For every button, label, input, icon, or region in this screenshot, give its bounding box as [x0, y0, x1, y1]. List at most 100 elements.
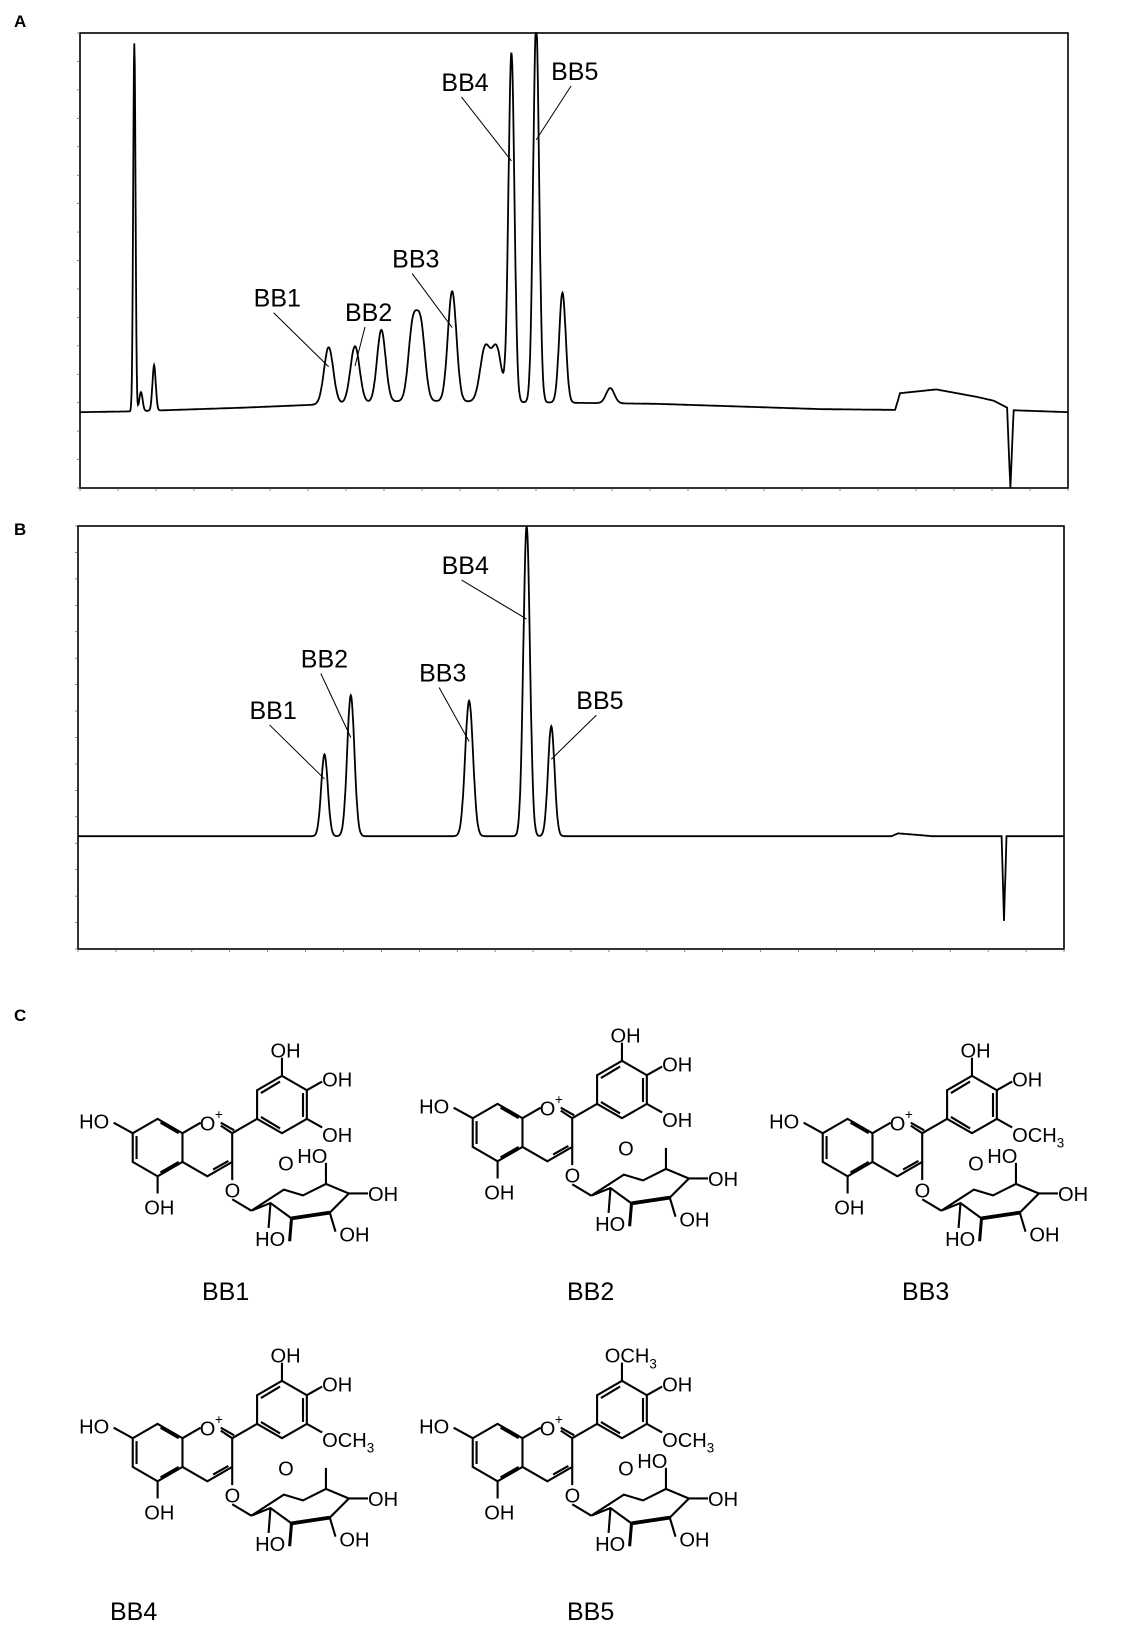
peak-label-bb3: BB3: [392, 246, 439, 274]
oh-5: OH: [834, 1198, 864, 1220]
sugar-ho: HO: [637, 1451, 667, 1473]
sugar-oh4: OH: [368, 1184, 398, 1206]
sugar-oh3: OH: [339, 1224, 369, 1246]
sugar-oh4: OH: [1058, 1184, 1088, 1206]
charge-sign: +: [555, 1092, 563, 1107]
peak-label-bb5: BB5: [551, 58, 598, 86]
peak-leader-line: [354, 326, 366, 367]
charge-sign: +: [215, 1412, 223, 1427]
compound-name-bb4: BB4: [110, 1598, 157, 1626]
glycosidic-o: O: [225, 1485, 241, 1507]
glycosidic-o: O: [565, 1165, 581, 1187]
sugar-ring-o: O: [618, 1459, 634, 1481]
charge-sign: +: [905, 1107, 913, 1122]
panel-label-c: C: [14, 1006, 27, 1025]
names-row-2: BB4 BB5: [110, 1598, 614, 1626]
sugar-oh4: OH: [368, 1489, 398, 1511]
sugar-ho: HO: [987, 1146, 1017, 1168]
charge-sign: +: [555, 1412, 563, 1427]
oh-4p: OH: [322, 1069, 352, 1091]
ho-7: HO: [419, 1416, 449, 1438]
oh-4p: OH: [662, 1054, 692, 1076]
oh-4p: OH: [662, 1374, 692, 1396]
ho-7: HO: [79, 1416, 109, 1438]
plot-frame: [77, 525, 1065, 950]
names-row-1: BB1 BB2 BB3: [202, 1278, 949, 1306]
panel-label-b: B: [14, 520, 27, 539]
compound-name-bb5: BB5: [567, 1598, 614, 1626]
sugar-ho2: HO: [595, 1214, 625, 1236]
peak-label-bb2: BB2: [301, 646, 348, 674]
oh-5p: OH: [322, 1125, 352, 1147]
oh-5p: OH: [662, 1110, 692, 1132]
structure-bb1: O + HO OH OH OH OH O O HO HO OH OH: [50, 1041, 398, 1275]
oxonium-atom: O: [540, 1098, 556, 1120]
peak-label-bb5: BB5: [576, 687, 623, 715]
sugar-ring-o: O: [618, 1139, 634, 1161]
sugar-oh3: OH: [1029, 1224, 1059, 1246]
ho-7: HO: [769, 1111, 799, 1133]
oxonium-atom: O: [890, 1113, 906, 1135]
sugar-oh3: OH: [679, 1529, 709, 1551]
sugar-ring-o: O: [278, 1154, 294, 1176]
peak-leader-line: [461, 579, 527, 620]
ho-7: HO: [419, 1096, 449, 1118]
methoxy-5p: OCH3: [1012, 1125, 1064, 1151]
panel-label-a: A: [14, 12, 27, 31]
oh-5: OH: [484, 1183, 514, 1205]
oh-3p: OH: [960, 1041, 990, 1063]
axis-ticks: [75, 525, 1065, 952]
peak-label-bb1: BB1: [254, 285, 301, 313]
chromatogram-trace: [78, 525, 1064, 921]
sugar-ring-o: O: [278, 1459, 294, 1481]
peak-leader-line: [411, 273, 453, 328]
peak-label-bb4: BB4: [442, 552, 489, 580]
oxonium-atom: O: [200, 1418, 216, 1440]
sugar-ho2: HO: [255, 1534, 285, 1556]
methoxy-5p: OCH3: [662, 1430, 714, 1456]
sugar-ho2: HO: [255, 1229, 285, 1251]
peak-leader-line: [535, 85, 572, 141]
peak-leader-line: [320, 673, 352, 738]
glycosidic-o: O: [915, 1180, 931, 1202]
plot-frame: [79, 32, 1069, 489]
sugar-oh4: OH: [708, 1169, 738, 1191]
oxonium-atom: O: [200, 1113, 216, 1135]
oh-5: OH: [144, 1503, 174, 1525]
peak-leader-line: [269, 724, 325, 780]
peak-leader-line: [273, 312, 329, 368]
ho-7: HO: [79, 1111, 109, 1133]
peak-label-bb2: BB2: [345, 299, 392, 327]
compound-name-bb2: BB2: [567, 1278, 614, 1306]
oh-4p: OH: [1012, 1069, 1042, 1091]
peak-leader-line: [550, 714, 597, 760]
oh-3p: OH: [270, 1346, 300, 1368]
glycosidic-o: O: [225, 1180, 241, 1202]
peak-leader-line: [461, 96, 512, 162]
peak-label-bb3: BB3: [419, 659, 466, 687]
methoxy-5p: OCH3: [322, 1430, 374, 1456]
glycosidic-o: O: [565, 1485, 581, 1507]
structure-bb2: O + HO OH OH OH OH O O HO OH OH: [390, 1026, 738, 1260]
axis-ticks: [77, 32, 1069, 491]
oh-3p: OH: [270, 1041, 300, 1063]
charge-sign: +: [215, 1107, 223, 1122]
oh-3p: OH: [610, 1026, 640, 1048]
sugar-ho2: HO: [595, 1534, 625, 1556]
compound-name-bb3: BB3: [902, 1278, 949, 1306]
structure-bb4: O + HO OH OH OH OCH3 O O HO OH OH: [50, 1346, 398, 1580]
oh-5: OH: [484, 1503, 514, 1525]
peak-label-bb1: BB1: [250, 697, 297, 725]
chromatogram-trace: [80, 32, 1068, 489]
sugar-oh3: OH: [339, 1529, 369, 1551]
methoxy-3p: OCH3: [605, 1346, 657, 1372]
sugar-oh4: OH: [708, 1489, 738, 1511]
structure-bb5: O + HO OH OCH3 OH OCH3 O O HO HO OH OH: [390, 1346, 738, 1580]
oh-4p: OH: [322, 1374, 352, 1396]
sugar-ho: HO: [297, 1146, 327, 1168]
sugar-oh3: OH: [679, 1209, 709, 1231]
oxonium-atom: O: [540, 1418, 556, 1440]
peak-label-bb4: BB4: [441, 69, 488, 97]
